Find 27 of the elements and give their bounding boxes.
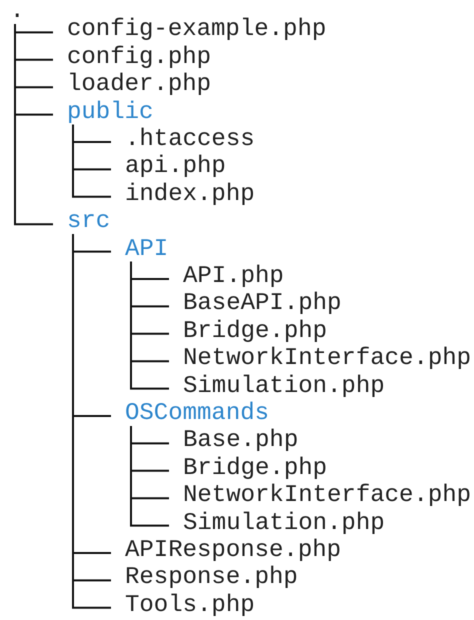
file-name: index.php: [111, 182, 255, 207]
file-name: config-example.php: [53, 18, 326, 42]
file-name: Simulation.php: [169, 374, 385, 399]
root-dot: .: [0, 0, 24, 24]
file-name: config.php: [53, 46, 212, 70]
file-name: NetworkInterface.php: [169, 347, 472, 372]
folder-name: OSCommands: [111, 402, 270, 426]
file-name: APIResponse.php: [111, 539, 342, 563]
file-name: .htaccess: [111, 128, 255, 152]
file-name: Tools.php: [111, 594, 255, 618]
tree-connector: [72, 124, 111, 198]
file-name: Simulation.php: [169, 512, 385, 536]
tree-connector: [130, 262, 169, 390]
file-name: Response.php: [111, 566, 298, 590]
file-name: api.php: [111, 155, 226, 180]
folder-name: src: [53, 210, 110, 234]
file-name: Bridge.php: [169, 456, 328, 481]
file-name: loader.php: [53, 73, 212, 98]
file-name: Bridge.php: [169, 320, 328, 344]
tree-connector: [14, 24, 53, 226]
folder-name: API: [111, 238, 168, 262]
file-name: API.php: [169, 265, 284, 289]
tree-connector: [130, 426, 169, 527]
file-name: Base.php: [169, 429, 298, 454]
folder-name: public: [53, 100, 154, 125]
file-name: NetworkInterface.php: [169, 484, 472, 508]
file-name: BaseAPI.php: [169, 292, 342, 316]
